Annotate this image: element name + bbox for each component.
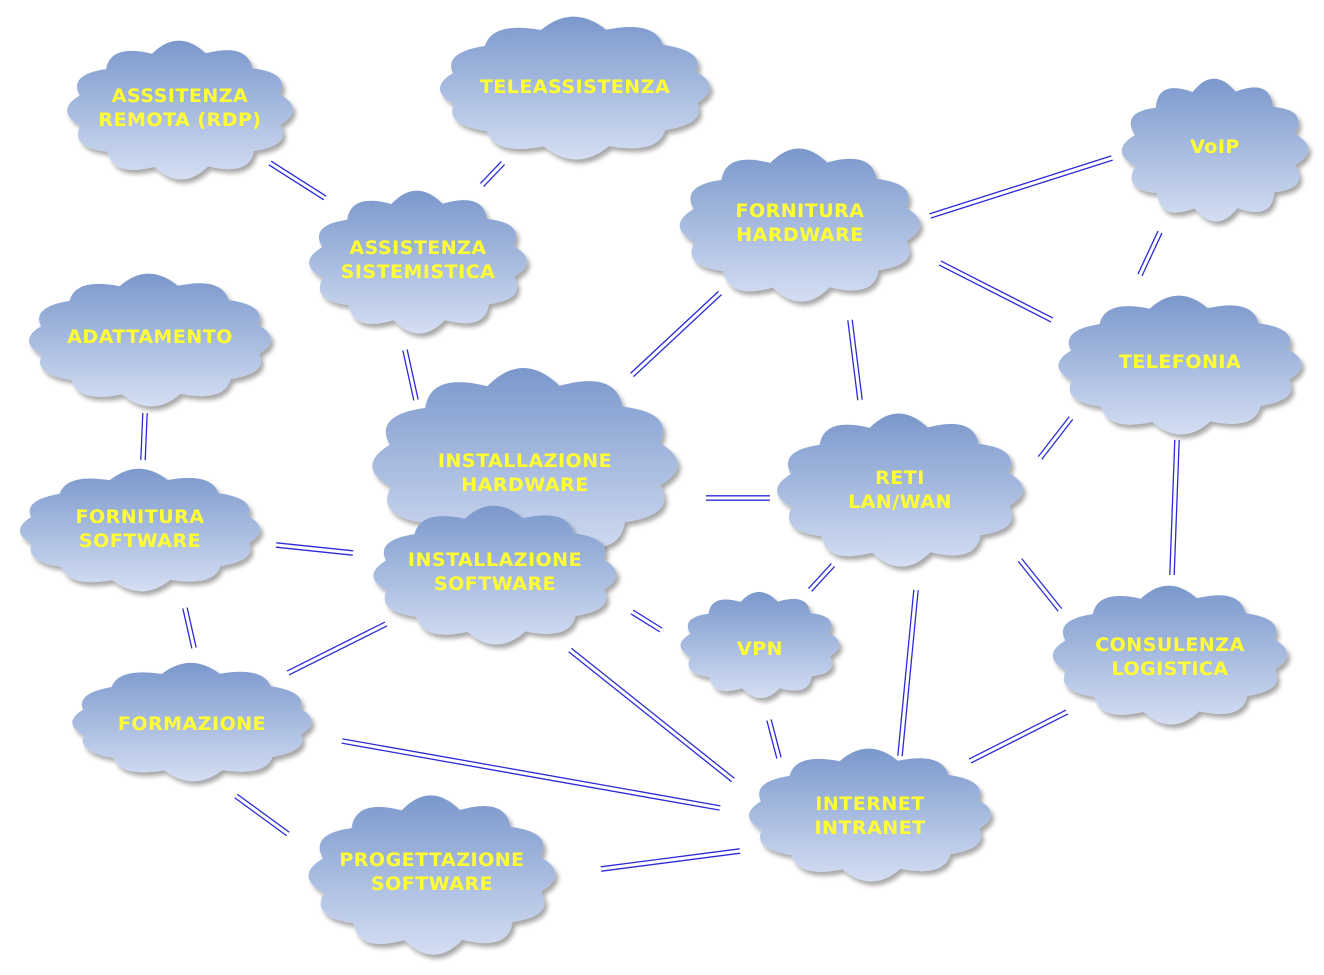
connector-layer [140, 155, 1180, 872]
cloud-label: SISTEMISTICA [341, 261, 496, 283]
connector-vpn-internet-intranet [766, 719, 782, 759]
cloud-label: ASSSITENZA [112, 85, 248, 107]
cloud-label: INSTALLAZIONE [408, 549, 582, 571]
connector-assistenza-remota-assistenza-sistemistica [268, 160, 327, 201]
connector-formazione-progettazione-software [234, 793, 290, 837]
connector-installazione-software-internet-intranet [568, 647, 735, 783]
connector-telefonia-consulenza-logistica [1169, 439, 1180, 576]
connector-fornitura-hardware-voip [929, 155, 1113, 219]
cloud-label: HARDWARE [461, 474, 588, 496]
cloud-shape [308, 795, 556, 955]
connector-fornitura-software-installazione-software [275, 542, 354, 556]
cloud-label: LOGISTICA [1111, 658, 1228, 680]
cloud-shape [19, 468, 261, 592]
cloud-shape [748, 748, 992, 882]
connector-installazione-software-vpn [630, 609, 663, 633]
cloud-node-formazione: FORMAZIONE [72, 662, 312, 782]
cloud-label: SOFTWARE [79, 530, 201, 552]
connector-consulenza-logistica-internet-intranet [968, 709, 1069, 764]
connector-installazione-software-formazione [286, 621, 388, 676]
cloud-label: HARDWARE [736, 224, 863, 246]
connector-reti-lan-wan-consulenza-logistica [1017, 558, 1063, 612]
cloud-node-vpn: VPN [680, 591, 840, 699]
cloud-shape [372, 368, 678, 562]
cloud-shape [72, 662, 312, 782]
connector-fornitura-hardware-telefonia [938, 260, 1054, 323]
cloud-label: PROGETTAZIONE [339, 849, 524, 871]
cloud-label: TELEFONIA [1119, 351, 1241, 373]
cloud-shape [309, 190, 527, 334]
cloud-label: FORNITURA [76, 506, 205, 528]
cloud-node-adattamento: ADATTAMENTO [28, 273, 272, 407]
cloud-label: INTERNET [815, 793, 924, 815]
connector-reti-lan-wan-internet-intranet [897, 589, 919, 757]
connector-fornitura-hardware-installazione-hardware [630, 290, 722, 378]
connector-fornitura-software-formazione [182, 607, 197, 649]
connector-adattamento-fornitura-software [140, 412, 148, 461]
cloud-shape [439, 16, 711, 160]
connector-installazione-hardware-reti-lan-wan [706, 495, 770, 501]
connector-assistenza-sistemistica-installazione-hardware [402, 349, 419, 401]
cloud-shape [1121, 78, 1309, 222]
cloud-label: INSTALLAZIONE [438, 450, 612, 472]
cloud-label: SOFTWARE [434, 573, 556, 595]
cloud-label: ASSISTENZA [349, 237, 486, 259]
cloud-label: REMOTA (RDP) [98, 109, 261, 131]
connector-fornitura-hardware-reti-lan-wan [847, 319, 863, 401]
cloud-shape [1052, 585, 1288, 725]
connector-reti-lan-wan-vpn [807, 563, 836, 592]
cloud-label: SOFTWARE [371, 873, 493, 895]
cloud-label: RETI [875, 467, 925, 489]
cloud-shape [680, 591, 840, 699]
cloud-shape [373, 505, 617, 645]
connector-progettazione-software-internet-intranet [600, 848, 741, 872]
cloud-shape [28, 273, 272, 407]
cloud-label: ADATTAMENTO [67, 326, 233, 348]
cloud-label: FORMAZIONE [118, 713, 266, 735]
cloud-label: VoIP [1190, 136, 1240, 158]
cloud-label: VPN [737, 638, 783, 660]
connector-voip-telefonia [1137, 230, 1163, 277]
cloud-shape [777, 413, 1023, 567]
cloud-label: LAN/WAN [848, 491, 952, 513]
cloud-node-teleassistenza: TELEASSISTENZA [439, 16, 711, 160]
cloud-label: CONSULENZA [1095, 634, 1245, 656]
connector-telefonia-reti-lan-wan [1037, 416, 1074, 460]
cloud-shape [67, 40, 293, 180]
cloud-label: FORNITURA [736, 200, 865, 222]
connector-formazione-internet-intranet [341, 738, 721, 811]
cloud-node-voip: VoIP [1121, 78, 1309, 222]
cloud-node-telefonia: TELEFONIA [1058, 295, 1302, 435]
cloud-shape [1058, 295, 1302, 435]
connector-teleassistenza-assistenza-sistemistica [479, 161, 506, 187]
cloud-label: TELEASSISTENZA [480, 76, 670, 98]
cloud-label: INTRANET [814, 817, 925, 839]
cloud-shape [679, 148, 921, 302]
